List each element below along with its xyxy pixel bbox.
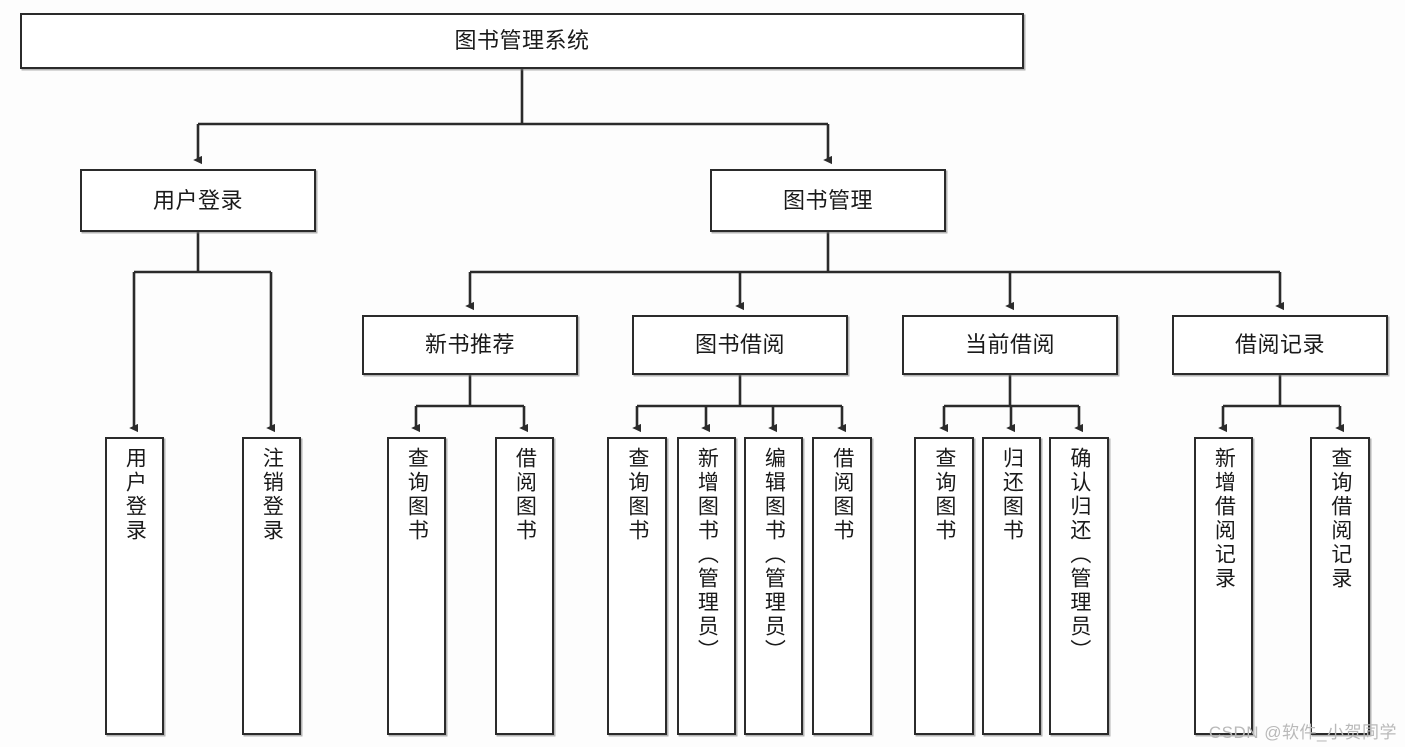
node-label: 图书管理 bbox=[782, 187, 873, 213]
node-book-management[interactable]: 图书管理 bbox=[710, 169, 946, 232]
leaf-query-book-recommend[interactable]: 查询图书 bbox=[387, 437, 446, 735]
node-label: 借阅图书 bbox=[830, 447, 854, 543]
node-label: 归还图书 bbox=[1000, 447, 1024, 543]
leaf-edit-book-admin[interactable]: 编辑图书（管理员） bbox=[744, 437, 803, 735]
node-label: 借阅记录 bbox=[1234, 332, 1325, 358]
node-label: 新书推荐 bbox=[424, 332, 515, 358]
node-label: 图书借阅 bbox=[694, 332, 785, 358]
node-current-borrow[interactable]: 当前借阅 bbox=[902, 315, 1118, 375]
leaf-query-borrow-record[interactable]: 查询借阅记录 bbox=[1310, 437, 1370, 735]
leaf-confirm-return-admin[interactable]: 确认归还（管理员） bbox=[1049, 437, 1109, 735]
leaf-user-login[interactable]: 用户登录 bbox=[105, 437, 164, 735]
node-label: 注销登录 bbox=[260, 447, 284, 543]
node-label: 编辑图书（管理员） bbox=[762, 447, 786, 663]
leaf-query-book-borrow[interactable]: 查询图书 bbox=[607, 437, 667, 735]
node-label: 图书管理系统 bbox=[454, 28, 590, 54]
leaf-add-borrow-record[interactable]: 新增借阅记录 bbox=[1194, 437, 1253, 735]
node-user-login[interactable]: 用户登录 bbox=[80, 169, 316, 232]
node-book-borrow[interactable]: 图书借阅 bbox=[632, 315, 848, 375]
leaf-add-book-admin[interactable]: 新增图书（管理员） bbox=[677, 437, 736, 735]
node-label: 查询借阅记录 bbox=[1328, 447, 1352, 591]
node-label: 查询图书 bbox=[625, 447, 649, 543]
node-borrow-record[interactable]: 借阅记录 bbox=[1172, 315, 1388, 375]
leaf-query-book-current[interactable]: 查询图书 bbox=[914, 437, 974, 735]
leaf-return-book[interactable]: 归还图书 bbox=[982, 437, 1041, 735]
node-label: 借阅图书 bbox=[513, 447, 537, 543]
leaf-borrow-book-recommend[interactable]: 借阅图书 bbox=[495, 437, 554, 735]
node-label: 用户登录 bbox=[152, 187, 243, 213]
node-root-book-management-system[interactable]: 图书管理系统 bbox=[20, 13, 1024, 69]
node-label: 查询图书 bbox=[932, 447, 956, 543]
node-new-book-recommend[interactable]: 新书推荐 bbox=[362, 315, 578, 375]
node-label: 查询图书 bbox=[405, 447, 429, 543]
node-label: 确认归还（管理员） bbox=[1067, 447, 1091, 663]
node-label: 用户登录 bbox=[123, 447, 147, 543]
watermark-text: CSDN @软件_小贺同学 bbox=[1208, 723, 1397, 742]
leaf-borrow-book[interactable]: 借阅图书 bbox=[812, 437, 872, 735]
node-label: 当前借阅 bbox=[964, 332, 1055, 358]
node-label: 新增借阅记录 bbox=[1212, 447, 1236, 591]
node-label: 新增图书（管理员） bbox=[695, 447, 719, 663]
leaf-logout[interactable]: 注销登录 bbox=[242, 437, 301, 735]
